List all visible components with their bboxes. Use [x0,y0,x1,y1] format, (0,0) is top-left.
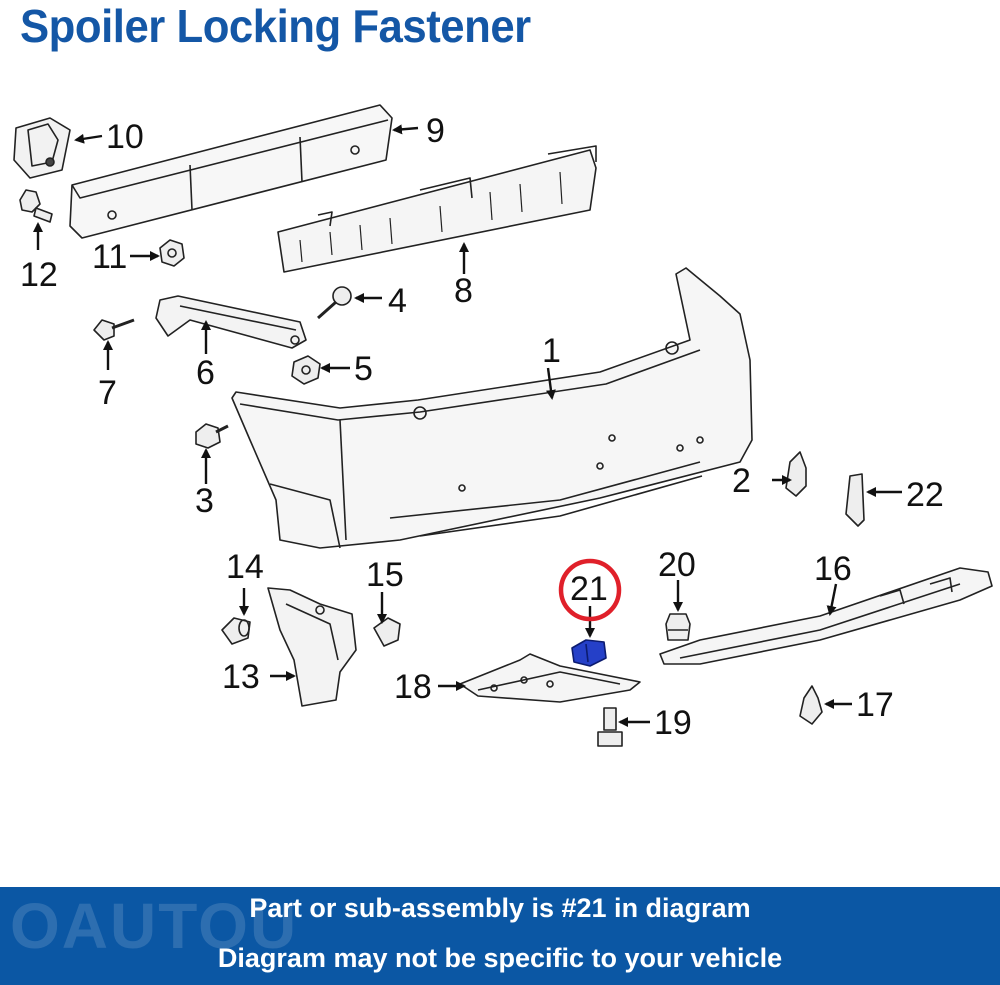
callout-7: 7 [98,374,117,412]
callout-19: 19 [654,704,692,742]
callout-21: 21 [570,570,608,608]
clip-part-2 [785,451,807,497]
parts-diagram: 1 2 3 4 5 6 7 8 9 10 11 12 13 14 15 16 1… [13,104,993,747]
callout-2: 2 [732,462,751,500]
callout-5: 5 [354,350,373,388]
side-bracket-part-6 [155,295,307,349]
callout-11: 11 [92,238,127,276]
bracket-part-13 [267,587,357,707]
screw-part-7 [93,318,135,341]
callout-18: 18 [394,668,432,706]
bumper-cover-part-1 [231,267,753,549]
bracket-part-22 [845,473,865,527]
screw-part-4 [317,286,352,320]
clip-part-15 [373,617,401,647]
callout-20: 20 [658,546,696,584]
page-title: Spoiler Locking Fastener [20,0,531,52]
callout-6: 6 [196,354,215,392]
fastener-part-21 [571,639,607,667]
callout-1: 1 [542,332,561,370]
spoiler-part-16 [659,567,993,665]
highlight-circle [558,558,622,622]
footer-banner: OAUTOU Part or sub-assembly is #21 in di… [0,887,1000,985]
callout-12: 12 [20,256,58,294]
watermark-logo: OAUTOU [10,890,299,962]
callout-9: 9 [426,112,445,150]
callout-3: 3 [195,482,214,520]
clip-part-5 [291,355,321,385]
footer-line-disclaimer: Diagram may not be specific to your vehi… [217,943,783,973]
callout-10: 10 [106,118,144,156]
callout-16: 16 [814,550,852,588]
lower-support-part-18 [459,653,641,703]
callout-22: 22 [906,476,944,514]
callout-15: 15 [366,556,404,594]
callout-14: 14 [226,548,264,586]
callout-13: 13 [222,658,260,696]
spacer-part-14 [221,617,251,645]
footer-line-part-number: Part or sub-assembly is #21 in diagram [249,893,751,923]
nut-part-20 [665,613,691,641]
bracket-part-10 [13,117,71,179]
callout-17: 17 [856,686,894,724]
absorber-part-8 [277,145,597,273]
bolt-part-12 [19,189,53,223]
reinforcement-part-9 [69,104,393,239]
bolt-part-19 [597,707,623,747]
callout-8: 8 [454,272,473,310]
nut-part-11 [159,239,185,267]
fastener-part-3 [195,423,229,449]
clip-part-17 [799,685,823,725]
callout-4: 4 [388,282,407,320]
